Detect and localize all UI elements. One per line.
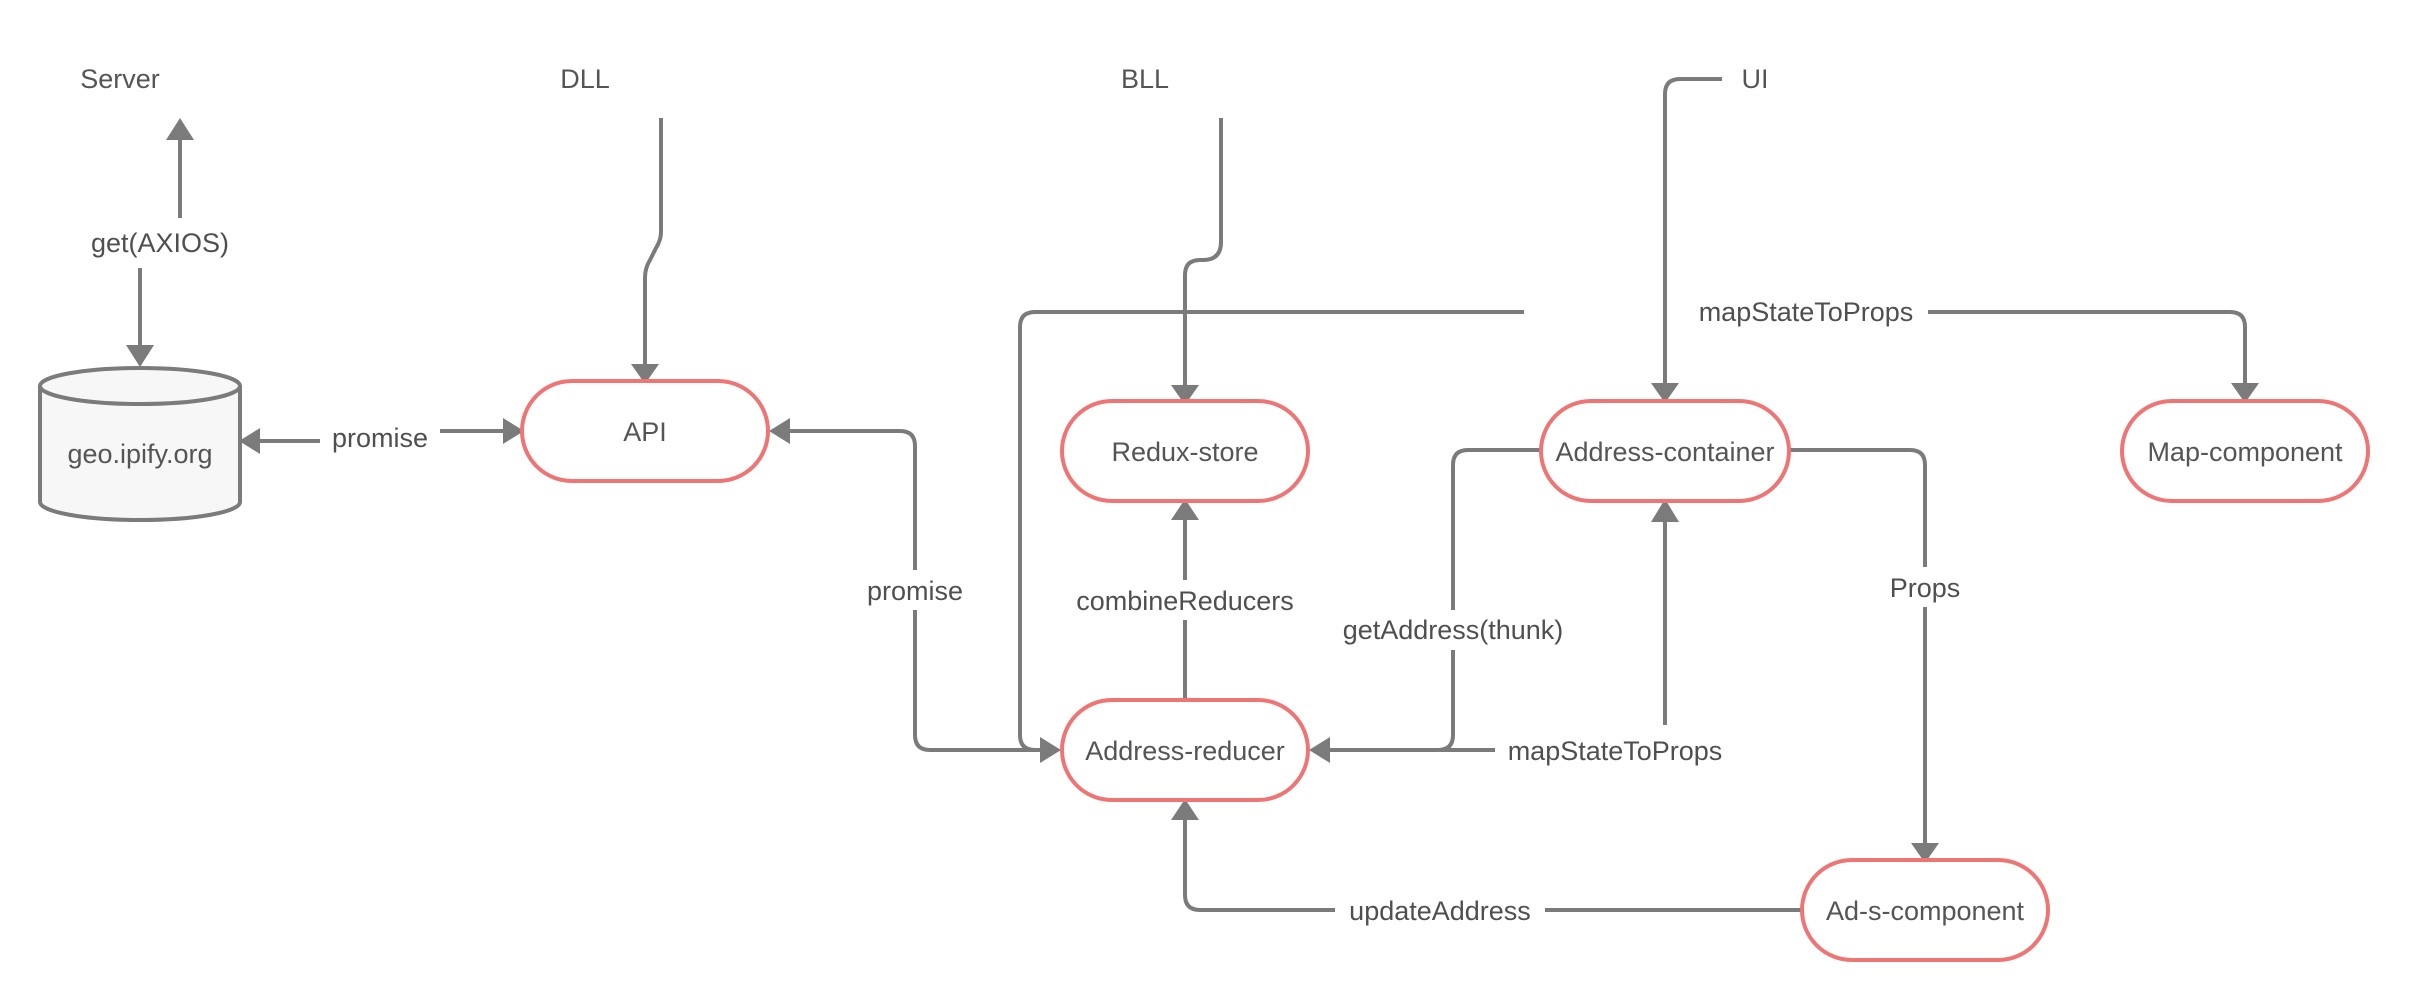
edge-props bbox=[1790, 448, 1927, 843]
edge-promise-db-arrowhead bbox=[239, 428, 260, 454]
lane-label-dll: DLL bbox=[560, 64, 610, 94]
label-bg-combine-reducers bbox=[1068, 580, 1302, 620]
edge-map-state-bottom bbox=[1440, 522, 1667, 752]
lane-label-ui: UI bbox=[1742, 64, 1769, 94]
edge-api-reducer-arrowhead-api bbox=[769, 418, 790, 444]
node-address-reducer-label: Address-reducer bbox=[1085, 736, 1285, 766]
node-redux-store-shape bbox=[1060, 399, 1310, 503]
edge-label-update-address: updateAddress bbox=[1349, 896, 1531, 926]
node-address-container-shape bbox=[1539, 399, 1791, 503]
edge-dll-api bbox=[643, 118, 663, 364]
edge-get-address-arrowhead bbox=[1309, 737, 1330, 763]
database-node[interactable]: geo.ipify.org bbox=[38, 366, 242, 522]
label-bg-map-state-bottom bbox=[1495, 730, 1735, 770]
edge-update-address-arrowhead bbox=[1171, 799, 1199, 820]
edge-update-address bbox=[1183, 820, 1802, 912]
edge-get-address bbox=[1330, 448, 1540, 752]
node-api-label: API bbox=[623, 417, 667, 447]
node-address-reducer-shape bbox=[1060, 698, 1310, 802]
edge-promise-db-api bbox=[260, 429, 503, 443]
label-bg-promise-db-api bbox=[320, 418, 440, 458]
edge-promise-api-arrowhead bbox=[503, 418, 524, 444]
edge-label-combine-reducers: combineReducers bbox=[1076, 586, 1294, 616]
node-api[interactable]: API bbox=[520, 379, 770, 483]
edge-map-state-top-arrowhead bbox=[2231, 383, 2259, 403]
label-bg-promise-api-reducer bbox=[855, 570, 975, 610]
edge-combine-reducers-arrowhead bbox=[1171, 499, 1199, 520]
label-bg-update-address bbox=[1335, 890, 1545, 930]
lane-label-server: Server bbox=[80, 64, 160, 94]
lane-headers: Server DLL BLL UI bbox=[80, 64, 1768, 94]
edge-map-state-top bbox=[1928, 310, 2247, 383]
edge-server-up-arrowhead bbox=[166, 118, 194, 140]
edge-label-promise-api-reducer: promise bbox=[867, 576, 963, 606]
node-ads-component[interactable]: Ad-s-component bbox=[1800, 858, 2050, 962]
edges bbox=[126, 77, 2259, 912]
edge-label-get-axios: get(AXIOS) bbox=[91, 228, 229, 258]
node-ads-component-shape bbox=[1800, 858, 2050, 962]
edge-ui-container-arrowhead bbox=[1651, 383, 1679, 403]
edge-label-props: Props bbox=[1890, 573, 1961, 603]
edge-labels: get(AXIOS) promise promise combineReduce… bbox=[88, 223, 1970, 930]
edge-map-state-bottom-arrowhead bbox=[1651, 499, 1679, 522]
label-bg-get-address bbox=[1330, 610, 1576, 650]
edge-label-promise-db-api: promise bbox=[332, 423, 428, 453]
node-redux-store-label: Redux-store bbox=[1111, 437, 1258, 467]
edge-dll-api-arrowhead bbox=[631, 364, 659, 384]
node-map-component-shape bbox=[2120, 399, 2370, 503]
database-cylinder-body bbox=[38, 386, 242, 522]
edge-label-get-address: getAddress(thunk) bbox=[1343, 615, 1564, 645]
edge-ui-container bbox=[1663, 77, 1722, 383]
edge-label-map-state-bottom: mapStateToProps bbox=[1508, 736, 1723, 766]
node-ads-component-label: Ad-s-component bbox=[1826, 896, 2025, 926]
database-label: geo.ipify.org bbox=[67, 439, 212, 469]
label-bg-get-axios bbox=[88, 223, 228, 263]
edge-api-reducer-arrowhead-reducer bbox=[1040, 737, 1061, 763]
edge-label-map-state-top: mapStateToProps bbox=[1699, 297, 1914, 327]
lane-label-bll: BLL bbox=[1121, 64, 1169, 94]
edge-axios-down-arrowhead bbox=[126, 345, 154, 367]
node-api-shape bbox=[520, 379, 770, 483]
label-bg-props bbox=[1880, 567, 1970, 607]
edge-bll-store-arrowhead bbox=[1171, 385, 1199, 405]
edge-loop-top bbox=[1018, 310, 1524, 752]
node-redux-store[interactable]: Redux-store bbox=[1060, 399, 1310, 503]
node-address-reducer[interactable]: Address-reducer bbox=[1060, 698, 1310, 802]
database-cylinder-top bbox=[38, 366, 242, 406]
label-bg-map-state-top bbox=[1685, 292, 1928, 332]
node-map-component[interactable]: Map-component bbox=[2120, 399, 2370, 503]
edge-props-arrowhead bbox=[1911, 843, 1939, 863]
node-address-container[interactable]: Address-container bbox=[1539, 399, 1791, 503]
node-address-container-label: Address-container bbox=[1555, 437, 1774, 467]
node-map-component-label: Map-component bbox=[2147, 437, 2343, 467]
edge-bll-store bbox=[1183, 118, 1223, 385]
